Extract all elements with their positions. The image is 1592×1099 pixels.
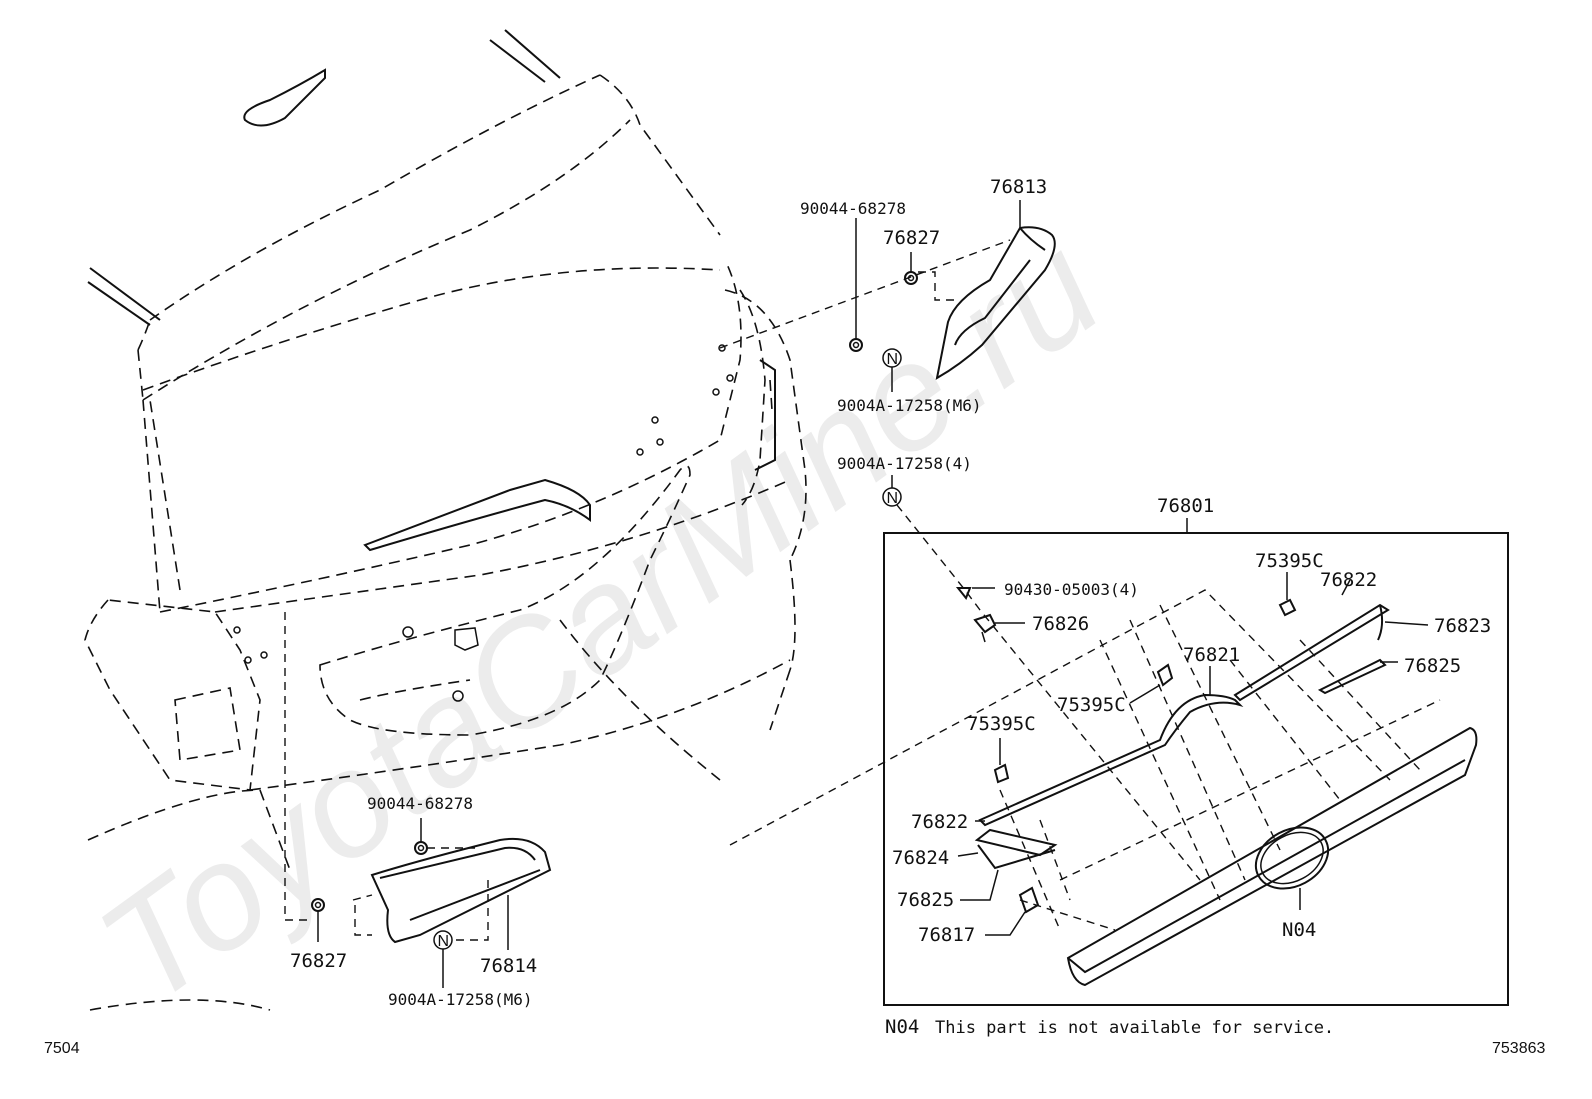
label-76822-a: 76822 — [1320, 569, 1377, 591]
svg-text:N: N — [887, 490, 899, 507]
leader-76823 — [1384, 621, 1429, 626]
leader-dash-76814-c — [450, 880, 489, 941]
label-76821: 76821 — [1183, 644, 1240, 666]
label-76827-top: 76827 — [883, 227, 940, 249]
label-90044-bottom: 90044-68278 — [367, 794, 473, 813]
leader-dash-76827-top — [918, 271, 955, 301]
label-75395C-b: 75395C — [1057, 694, 1126, 716]
label-76823: 76823 — [1434, 615, 1491, 637]
note-text: This part is not available for service. — [935, 1018, 1334, 1038]
strip-76824[interactable] — [977, 844, 1056, 870]
assembly-box-76801 — [883, 532, 1509, 1006]
n-marker-icon-4: N — [882, 487, 902, 507]
clip-icon-76826[interactable] — [973, 613, 997, 643]
label-90430: 90430-05003(4) — [1004, 580, 1139, 599]
strip-76821[interactable] — [978, 693, 1244, 827]
label-9004A-m6-bottom: 9004A-17258(M6) — [388, 990, 533, 1009]
clip-icon-76817[interactable] — [1018, 886, 1040, 914]
strip-76825-upper[interactable] — [1317, 658, 1387, 695]
label-90044-top: 90044-68278 — [800, 199, 906, 218]
footer-right-code: 753863 — [1492, 1040, 1545, 1057]
footer-left-code: 7504 — [44, 1040, 80, 1057]
leader-dash-76813 — [719, 239, 1011, 349]
note-code: N04 — [885, 1016, 919, 1038]
label-76801: 76801 — [1157, 495, 1214, 517]
clip-icon-75395C-a[interactable] — [1278, 598, 1297, 617]
label-76814: 76814 — [480, 955, 537, 977]
label-75395C-a: 75395C — [1255, 550, 1324, 572]
leader-75395C-b — [1129, 684, 1161, 704]
leader-76824 — [957, 852, 979, 857]
svg-text:N: N — [887, 351, 899, 368]
leader-dash-76814-a — [352, 894, 373, 901]
svg-text:N: N — [438, 933, 450, 950]
strip-76822-upper[interactable] — [1233, 603, 1390, 702]
leader-76817 — [985, 911, 1026, 936]
n-marker-icon-bottom: N — [433, 930, 453, 950]
label-9004A-4: 9004A-17258(4) — [837, 454, 972, 473]
strip-76822-lower[interactable] — [974, 828, 1058, 857]
clip-icon-90430[interactable] — [955, 587, 972, 600]
leader-76822-a — [1341, 579, 1351, 596]
cap-76823[interactable] — [1377, 604, 1384, 641]
label-76822-b: 76822 — [911, 811, 968, 833]
label-76813: 76813 — [990, 176, 1047, 198]
garnish-76814[interactable] — [370, 837, 552, 944]
garnish-N04-emblem-panel[interactable] — [1066, 726, 1478, 987]
label-75395C-c: 75395C — [967, 713, 1036, 735]
leader-dash-76827-bottom — [284, 612, 312, 921]
leader-dash-76814-b — [354, 905, 372, 936]
label-76826: 76826 — [1032, 613, 1089, 635]
label-76824: 76824 — [892, 847, 949, 869]
label-N04: N04 — [1282, 919, 1316, 941]
label-76825-a: 76825 — [1404, 655, 1461, 677]
label-9004A-m6-top: 9004A-17258(M6) — [837, 396, 982, 415]
leader-76825-b — [960, 869, 999, 901]
label-76817: 76817 — [918, 924, 975, 946]
garnish-76813[interactable] — [935, 226, 1056, 380]
assembly-guides — [729, 589, 1441, 931]
label-76825-b: 76825 — [897, 889, 954, 911]
vehicle-rear-outline — [84, 29, 807, 1011]
clip-icon-75395C-b[interactable] — [1156, 663, 1174, 687]
clip-icon-75395C-c[interactable] — [993, 763, 1010, 784]
label-76827-bottom: 76827 — [290, 950, 347, 972]
